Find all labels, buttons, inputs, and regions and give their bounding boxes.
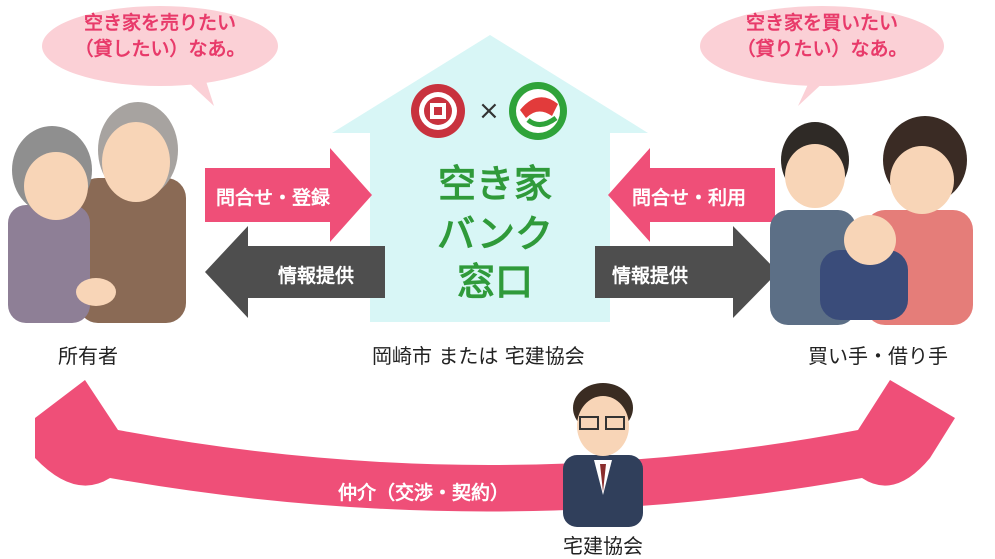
left-bottom-arrow [205,226,385,318]
right-bubble-line2: （貸りたい）なあ。 [736,38,908,60]
center-label: 岡崎市 または 宅建協会 [372,344,585,368]
right-bubble-text: 空き家を買いたい （貸りたい）なあ。 [712,10,932,62]
left-bottom-arrow-label: 情報提供 [278,265,355,287]
left-top-arrow-label: 問合せ・登録 [216,187,331,209]
brokerage-curved-arrow [35,380,955,512]
center-title-line3: 窓口 [456,260,533,304]
realtor-label: 宅建協会 [563,534,643,558]
right-speech-bubble [700,6,944,106]
house-shape [332,35,648,322]
real-partner-logo [509,82,567,140]
right-bottom-arrow-label: 情報提供 [612,265,689,287]
right-bubble-line1: 空き家を買いたい [745,12,898,34]
left-top-arrow [205,148,372,242]
okazaki-city-emblem [411,84,465,138]
left-speech-bubble [42,6,278,106]
brokerage-label: 仲介（交渉・契約） [338,482,510,504]
left-bubble-text: 空き家を売りたい （貸したい）なあ。 [55,10,265,62]
right-top-arrow-label: 問合せ・利用 [632,187,747,209]
right-bottom-arrow [595,226,778,318]
owner-couple-illustration [8,102,186,323]
left-bubble-line2: （貸したい）なあ。 [74,38,246,60]
right-top-arrow [608,148,775,242]
center-title-line2: バンク [437,212,553,256]
realtor-man-illustration [563,383,643,527]
left-bubble-line1: 空き家を売りたい [83,12,236,34]
buyer-label: 買い手・借り手 [808,344,948,368]
center-title-line1: 空き家 [437,162,552,206]
family-illustration [770,116,973,325]
multiply-sign: × [478,96,500,126]
owner-label: 所有者 [58,344,118,368]
